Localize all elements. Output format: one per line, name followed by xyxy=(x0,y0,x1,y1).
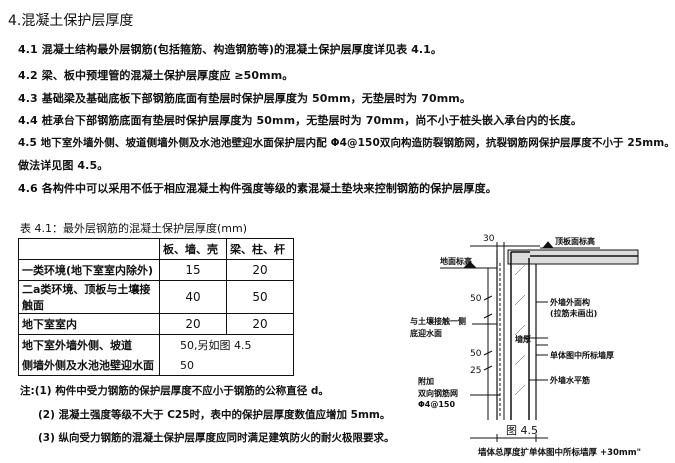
dim-50b: 50 xyxy=(470,349,482,359)
clause-4-3: 4.3 基础梁及基础底板下部钢筋底面有垫层时保护层厚度为 50mm，无垫层时为 … xyxy=(18,92,471,105)
note-1: 注:(1) 构件中受力钢筋的保护层厚度不应小于钢筋的公称直径 d。 xyxy=(20,385,329,397)
mesh-label-2: 双向钢筋网 xyxy=(418,389,458,398)
row-label: 一类环境(地下室室内除外) xyxy=(18,259,160,281)
dim-tick xyxy=(483,295,493,301)
clause-4-4: 4.4 桩承台下部钢筋底面有垫层时保护层厚度为 50mm，无垫层时为 70mm，… xyxy=(18,114,582,127)
top-slab-label: 顶板面标高 xyxy=(555,237,595,246)
dim-top: 30 xyxy=(483,234,495,244)
row-label: 地下室室内 xyxy=(18,313,160,335)
wall-level-label: 外墙水平筋 xyxy=(550,376,590,385)
table-header-cell xyxy=(18,238,160,260)
figure-caption: 图 4.5 xyxy=(506,424,538,437)
table-caption: 表 4.1：最外层钢筋的混凝土保护层厚度(mm) xyxy=(20,222,248,235)
dim-tick xyxy=(483,365,493,371)
clause-4-1: 4.1 混凝土结构最外层钢筋(包括箍筋、构造钢筋等)的混凝土保护层厚度详见表 4… xyxy=(18,43,442,56)
table-header-row: 板、墙、壳 梁、柱、杆 xyxy=(18,238,294,260)
table-row: 二a类环境、顶板与土壤接触面 40 50 xyxy=(18,280,294,314)
table-row: 一类环境(地下室室内除外) 15 20 xyxy=(18,259,294,281)
figure-bottom-label: 墙体总厚度扩单体图中所标墙厚 +30mm" xyxy=(478,448,642,458)
table-header-cell: 梁、柱、杆 xyxy=(226,238,294,260)
cell-value: 40 xyxy=(159,280,227,314)
row-label: 二a类环境、顶板与土壤接触面 xyxy=(18,280,160,314)
cell-value: 50 xyxy=(159,355,294,376)
row-label: 地下室外墙外侧、坡道 xyxy=(18,334,160,355)
slab-level-marker xyxy=(541,241,555,249)
clause-4-2: 4.2 梁、板中预埋管的混凝土保护层厚度应 ≥50mm。 xyxy=(18,69,294,82)
wall-outer-face-label-1: 外墙外面构 xyxy=(550,298,590,307)
cell-value: 20 xyxy=(159,313,227,335)
cell-value: 50 xyxy=(226,280,294,314)
mesh-label-3: Φ4@150 xyxy=(418,400,456,409)
table-row: 地下室外墙外侧、坡道 50,另如图 4.5 xyxy=(18,334,294,355)
wall-thickness-label: 单体图中所标墙厚 xyxy=(550,351,614,360)
cell-value: 50,另如图 4.5 xyxy=(159,334,294,355)
top-slab xyxy=(507,249,639,265)
soil-face-label-2: 底迎水面 xyxy=(410,329,442,338)
cell-value: 15 xyxy=(159,259,227,281)
soil-face-label-1: 与土壤接触一侧 xyxy=(410,317,466,326)
clause-4-6: 4.6 各构件中可以采用不低于相应混凝土构件强度等级的素混凝土垫块来控制钢筋的保… xyxy=(18,182,497,195)
cell-value: 20 xyxy=(226,313,294,335)
dim-50a: 50 xyxy=(470,294,482,304)
note-2: (2) 混凝土强度等级不大于 C25时，表中的保护层厚度数值应增加 5mm。 xyxy=(38,409,391,421)
dim-tick xyxy=(483,313,493,319)
cover-thickness-table: 板、墙、壳 梁、柱、杆 一类环境(地下室室内除外) 15 20 二a类环境、顶板… xyxy=(18,238,294,376)
cell-value: 20 xyxy=(226,259,294,281)
wall-label: 墙厚 xyxy=(515,335,531,344)
table-row: 地下室室内 20 20 xyxy=(18,313,294,335)
row-label: 侧墙外侧及水池池壁迎水面 xyxy=(18,355,160,376)
wall-outer-face-label-2: (拉筋未画出) xyxy=(550,309,598,318)
dim-25: 25 xyxy=(470,366,482,376)
table-header-cell: 板、墙、壳 xyxy=(159,238,227,260)
clause-4-5-cont: 做法详见图 4.5。 xyxy=(18,159,109,172)
ground-label: 地面标高 xyxy=(440,257,472,266)
wall-hatching xyxy=(514,264,526,396)
clause-4-5: 4.5 地下室外墙外侧、坡道侧墙外侧及水池池壁迎水面保护层内配 Φ4@150双向… xyxy=(18,137,675,149)
note-3: (3) 纵向受力钢筋的混凝土保护层厚度应同时满足建筑防火的耐火极限要求。 xyxy=(38,432,395,444)
dim-tick xyxy=(483,350,493,356)
table-row: 侧墙外侧及水池池壁迎水面 50 xyxy=(18,355,294,376)
mesh-label-1: 附加 xyxy=(418,377,434,386)
section-title: 4.混凝土保护层厚度 xyxy=(8,13,134,29)
